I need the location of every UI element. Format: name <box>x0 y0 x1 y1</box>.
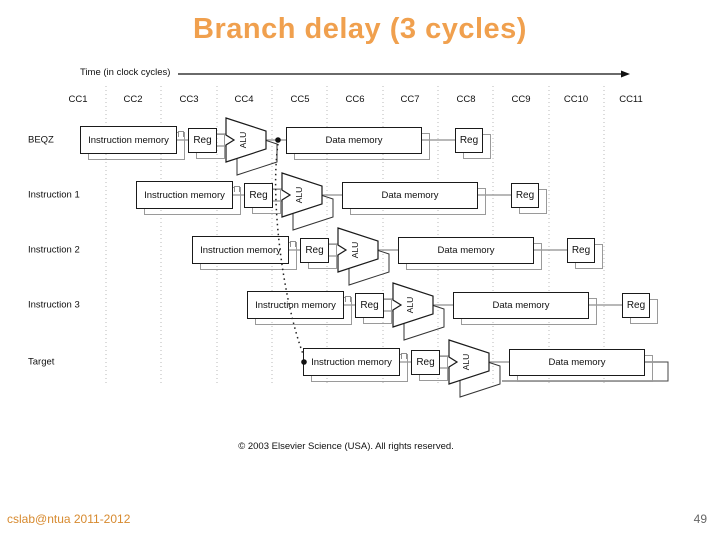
latch-notch <box>401 353 407 359</box>
copyright-text: © 2003 Elsevier Science (USA). All right… <box>238 441 454 452</box>
alu-label: ALU <box>238 132 248 149</box>
data-memory-box: Data memory <box>398 237 534 264</box>
clock-cycle-label-cc5: CC5 <box>290 94 310 105</box>
clock-cycle-label-cc1: CC1 <box>68 94 88 105</box>
clock-cycle-label-cc6: CC6 <box>345 94 365 105</box>
slide-title: Branch delay (3 cycles) <box>193 13 527 45</box>
data-memory-box: Data memory <box>453 292 589 319</box>
final-reg-box: Reg <box>455 128 483 153</box>
clock-cycle-label-cc3: CC3 <box>179 94 199 105</box>
instruction-memory-box: Instruction memory <box>303 348 400 376</box>
page-number: 49 <box>693 512 707 526</box>
instruction-memory-box: Instruction memory <box>247 291 344 319</box>
reg-box: Reg <box>300 238 329 263</box>
alu-shape: ALU <box>392 282 445 341</box>
final-reg-box: Reg <box>567 238 595 263</box>
clock-cycle-label-cc4: CC4 <box>234 94 254 105</box>
alu-label: ALU <box>405 297 415 314</box>
reg-box: Reg <box>244 183 273 208</box>
alu-label: ALU <box>350 242 360 259</box>
data-memory-box: Data memory <box>286 127 422 154</box>
row-label-target: Target <box>28 356 55 368</box>
reg-box: Reg <box>188 128 217 153</box>
row-label-instruction-1: Instruction 1 <box>28 189 80 201</box>
alu-shape: ALU <box>337 227 390 286</box>
final-reg-box: Reg <box>622 293 650 318</box>
clock-cycle-label-cc8: CC8 <box>456 94 476 105</box>
reg-box: Reg <box>411 350 440 375</box>
clock-cycle-label-cc7: CC7 <box>400 94 420 105</box>
latch-notch <box>178 131 184 137</box>
row-label-beqz: BEQZ <box>28 134 54 146</box>
clock-cycle-label-cc11: CC11 <box>619 94 643 105</box>
row-label-instruction-2: Instruction 2 <box>28 244 80 256</box>
alu-label: ALU <box>294 187 304 204</box>
footer-credit: cslab@ntua 2011-2012 <box>7 512 131 526</box>
alu-shape: ALU <box>225 117 278 176</box>
instruction-memory-box: Instruction memory <box>80 126 177 154</box>
alu-label: ALU <box>461 354 471 371</box>
data-memory-box: Data memory <box>509 349 645 376</box>
row-label-instruction-3: Instruction 3 <box>28 299 80 311</box>
clock-cycle-label-cc10: CC10 <box>563 94 589 105</box>
final-reg-box: Reg <box>511 183 539 208</box>
clock-cycle-label-cc9: CC9 <box>511 94 531 105</box>
data-memory-box: Data memory <box>342 182 478 209</box>
time-axis-label: Time (in clock cycles) <box>80 67 171 78</box>
alu-shape: ALU <box>448 339 501 398</box>
instruction-memory-box: Instruction memory <box>192 236 289 264</box>
latch-notch <box>290 241 296 247</box>
clock-cycle-label-cc2: CC2 <box>123 94 143 105</box>
instruction-memory-box: Instruction memory <box>136 181 233 209</box>
latch-notch <box>234 186 240 192</box>
alu-shape: ALU <box>281 172 334 231</box>
latch-notch <box>345 296 351 302</box>
reg-box: Reg <box>355 293 384 318</box>
